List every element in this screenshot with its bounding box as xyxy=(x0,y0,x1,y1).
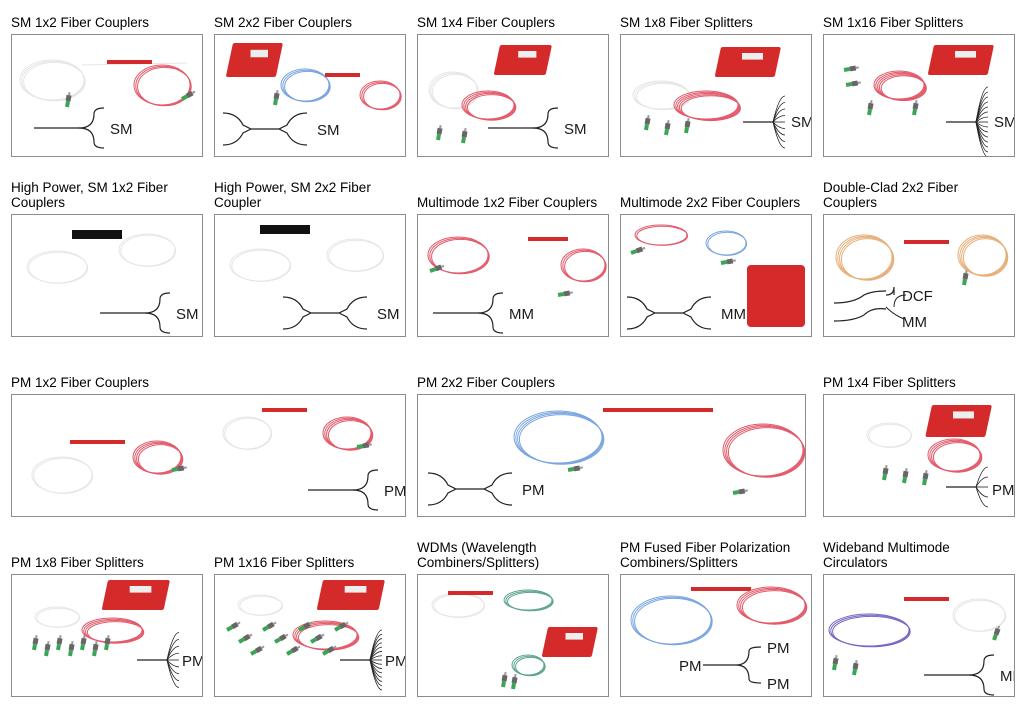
tile-image: SM xyxy=(214,214,406,337)
tile-image: PM xyxy=(11,574,203,697)
tile-image: PM xyxy=(417,394,806,517)
port-label: PM xyxy=(522,482,545,499)
tile-title: High Power, SM 1x2 Fiber Couplers xyxy=(11,180,168,210)
port-label-top: PM xyxy=(767,640,790,657)
tile-title: Multimode 1x2 Fiber Couplers xyxy=(417,195,598,210)
port-label: SM xyxy=(377,306,400,323)
tile-image: DCF MM xyxy=(823,214,1015,337)
tile-title: SM 2x2 Fiber Couplers xyxy=(214,15,353,30)
tile-image: PM PM PM xyxy=(620,574,812,697)
tile-title: SM 1x8 Fiber Splitters xyxy=(620,15,753,30)
port-label: PM xyxy=(182,653,203,670)
port-label-bottom: PM xyxy=(767,676,790,693)
tile-image: PM xyxy=(214,574,406,697)
tile-image: SM xyxy=(620,34,812,157)
tile-image: PM xyxy=(823,394,1015,517)
tile-image: SM xyxy=(214,34,406,157)
tile-mm-circulator[interactable]: Wideband Multimode CirculatorsMM xyxy=(823,540,1015,697)
tile-title: SM 1x2 Fiber Couplers xyxy=(11,15,150,30)
tile-title: SM 1x16 Fiber Splitters xyxy=(823,15,964,30)
tile-title: PM 1x2 Fiber Couplers xyxy=(11,375,150,390)
tile-title: High Power, SM 2x2 Fiber Coupler xyxy=(214,180,371,210)
port-label: PM xyxy=(384,483,406,500)
tile-title: PM 1x4 Fiber Splitters xyxy=(823,375,956,390)
port-label: PM xyxy=(992,482,1015,499)
tile-image: SM xyxy=(11,34,203,157)
port-label: MM xyxy=(721,306,746,323)
port-label: SM xyxy=(994,114,1015,131)
tile-title: SM 1x4 Fiber Couplers xyxy=(417,15,556,30)
port-label: SM xyxy=(176,306,199,323)
tile-title: PM 1x8 Fiber Splitters xyxy=(11,555,144,570)
tile-image xyxy=(417,574,609,697)
port-label: MM xyxy=(1000,668,1015,685)
tile-image: MM xyxy=(417,214,609,337)
tile-title: Multimode 2x2 Fiber Couplers xyxy=(620,195,801,210)
port-label-top: DCF xyxy=(902,288,933,305)
tile-title: Wideband Multimode Circulators xyxy=(823,540,950,570)
tile-image: SM xyxy=(11,214,203,337)
tile-image: PM xyxy=(11,394,406,517)
port-label: PM xyxy=(385,653,406,670)
tile-title: PM 2x2 Fiber Couplers xyxy=(417,375,556,390)
port-label: SM xyxy=(564,121,587,138)
tile-title: Double-Clad 2x2 Fiber Couplers xyxy=(823,180,959,210)
tile-title: WDMs (Wavelength Combiners/Splitters) xyxy=(417,540,540,570)
port-label: SM xyxy=(110,121,133,138)
tile-image: SM xyxy=(417,34,609,157)
port-label: SM xyxy=(791,114,812,131)
port-label: SM xyxy=(317,122,340,139)
tile-image: SM xyxy=(823,34,1015,157)
tile-title: PM 1x16 Fiber Splitters xyxy=(214,555,355,570)
tile-wdm[interactable]: WDMs (Wavelength Combiners/Splitters) xyxy=(417,540,609,697)
tile-pm-pbc[interactable]: PM Fused Fiber Polarization Combiners/Sp… xyxy=(620,540,812,697)
tile-title: PM Fused Fiber Polarization Combiners/Sp… xyxy=(620,540,791,570)
port-label-in: PM xyxy=(679,658,702,675)
tile-image: MM xyxy=(620,214,812,337)
port-label: MM xyxy=(509,306,534,323)
port-label-bottom: MM xyxy=(902,314,927,331)
tile-image: MM xyxy=(823,574,1015,697)
